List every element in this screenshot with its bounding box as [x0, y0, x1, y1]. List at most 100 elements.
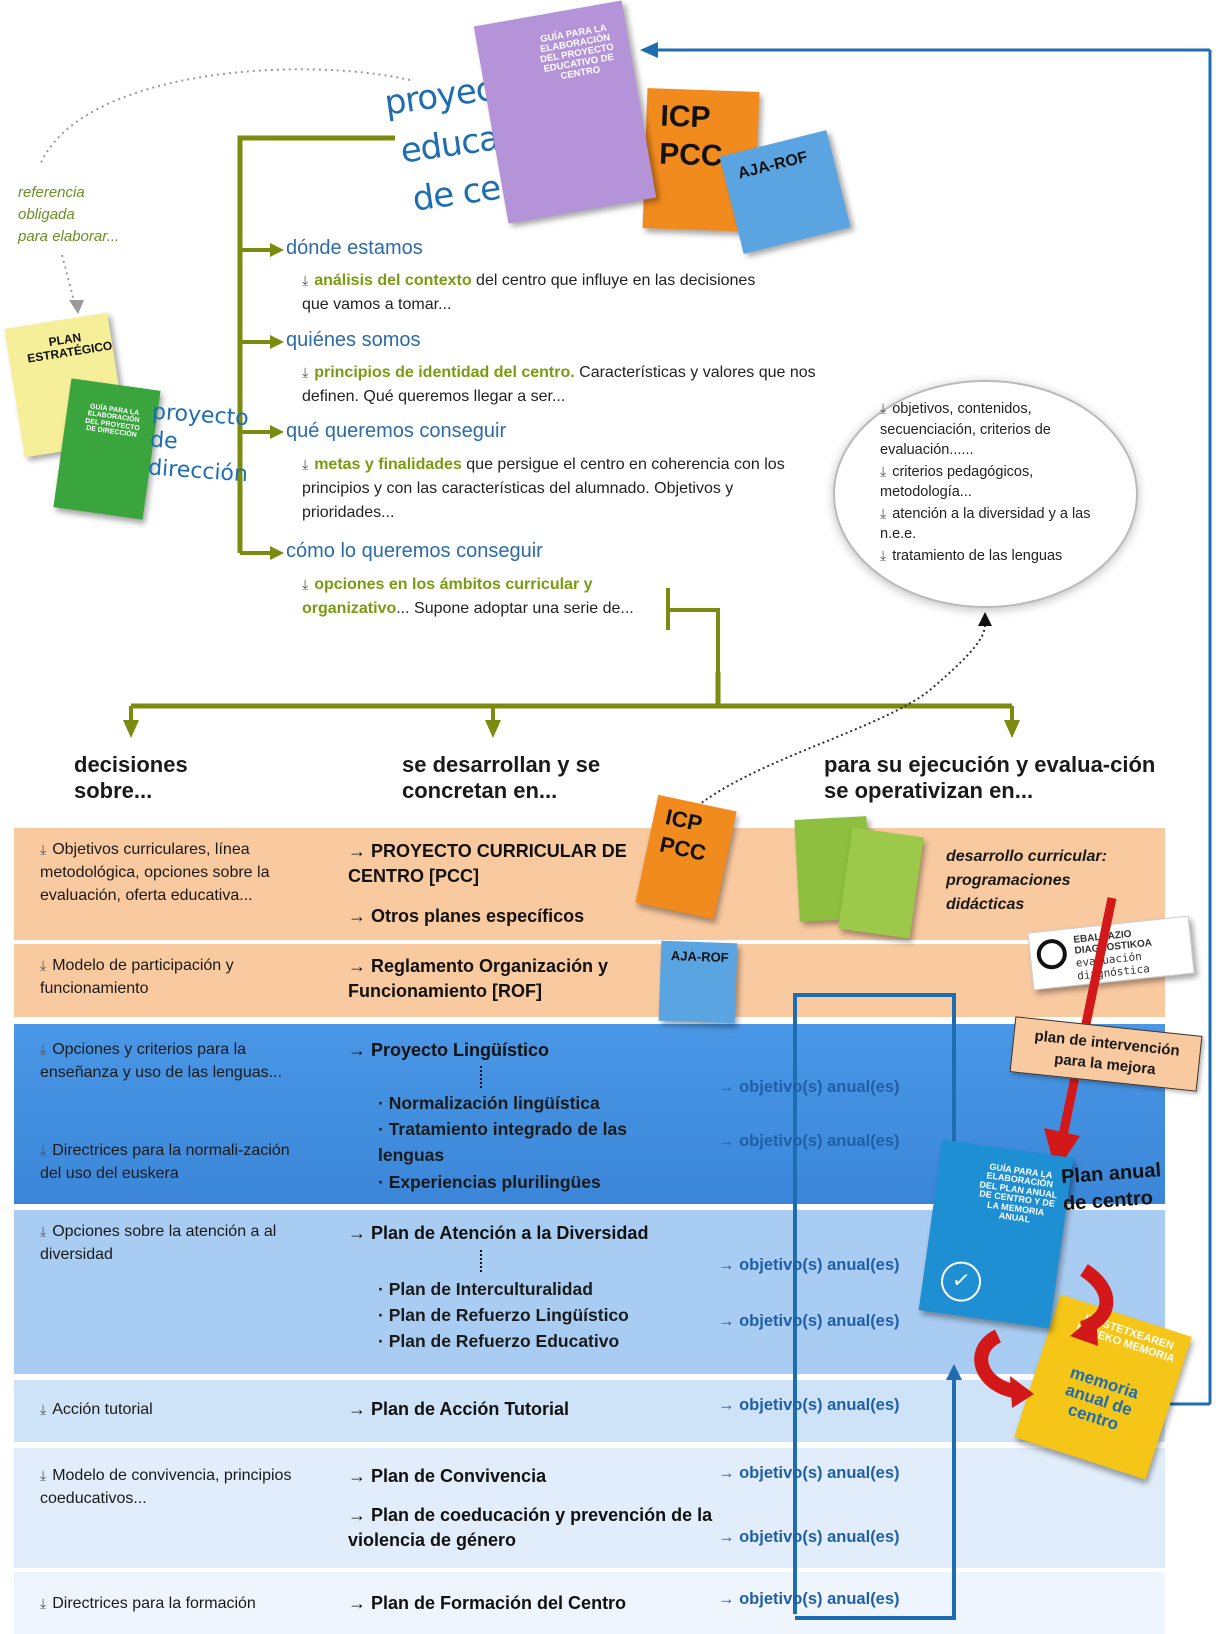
- answer-highlight: opciones en los ámbitos curricular y org…: [302, 576, 593, 617]
- arrow-right-icon: →: [348, 1593, 372, 1613]
- download-icon: ⤓: [880, 462, 887, 479]
- arrow-right-icon: →: [718, 1132, 740, 1150]
- decision-diversidad: ⤓Opciones sobre la atención a al diversi…: [40, 1220, 330, 1266]
- decision-tutorial: ⤓Acción tutorial: [40, 1398, 300, 1421]
- question-que-queremos: qué queremos conseguir: [286, 420, 507, 442]
- reference-note-line-3: para elaborar...: [18, 228, 120, 245]
- oval-item-text: tratamiento de las lenguas: [892, 547, 1063, 564]
- plan-linguistico: → Proyecto Lingüístico: [348, 1038, 628, 1063]
- answer-donde-estamos: ⤓análisis del contexto del centro que in…: [302, 268, 772, 317]
- objetivo-text: objetivo(s) anual(es): [739, 1256, 900, 1274]
- objetivo-anual: → objetivo(s) anual(es): [718, 1078, 900, 1097]
- objetivo-text: objetivo(s) anual(es): [739, 1078, 900, 1096]
- decision-lenguas: ⤓Opciones y criterios para la enseñanza …: [40, 1038, 320, 1084]
- decision-text: Directrices para la normali-zación del u…: [40, 1142, 290, 1182]
- band-formacion: [14, 1572, 1165, 1634]
- download-icon: ⤓: [302, 456, 309, 472]
- plan-text: Otros planes específicos: [371, 906, 585, 926]
- objetivo-text: objetivo(s) anual(es): [739, 1590, 900, 1608]
- plan-text: PROYECTO CURRICULAR DE CENTRO [PCC]: [348, 841, 627, 886]
- desarrollo-curricular-label: desarrollo curricular: programaciones di…: [946, 848, 1107, 913]
- plan-pcc: → PROYECTO CURRICULAR DE CENTRO [PCC]: [348, 839, 628, 889]
- answer-text: que persigue el centro en coherencia con…: [302, 456, 785, 521]
- decision-text: Opciones y criterios para la enseñanza y…: [40, 1041, 282, 1081]
- plan-tutorial: → Plan de Acción Tutorial: [348, 1397, 668, 1422]
- subplan-text: Normalización lingüística: [388, 1093, 600, 1113]
- objetivo-text: objetivo(s) anual(es): [739, 1528, 900, 1546]
- column-decisiones: decisiones sobre...: [74, 752, 188, 803]
- plan-otros: → Otros planes específicos: [348, 904, 628, 929]
- question-como-lo-queremos: cómo lo queremos conseguir: [286, 540, 543, 562]
- answer-que-queremos: ⤓metas y finalidades que persigue el cen…: [302, 452, 807, 525]
- oval-list: ⤓objetivos, contenidos, secuenciación, c…: [880, 398, 1125, 566]
- plan-text: Plan de Atención a la Diversidad: [371, 1223, 649, 1243]
- oval-item: ⤓ tratamiento de las lenguas: [880, 545, 1125, 567]
- decision-formacion: ⤓Directrices para la formación: [40, 1592, 340, 1615]
- subplan-text: Experiencias plurilingües: [388, 1172, 601, 1192]
- plan-text: Plan de coeducación y prevención de la v…: [348, 1505, 713, 1550]
- subplan-tratamiento: · Tratamiento integrado de las lenguas: [378, 1119, 627, 1165]
- download-icon: ⤓: [40, 957, 47, 973]
- download-icon: ⤓: [302, 576, 309, 592]
- column-se-operativizan: para su ejecución y evalua-ción se opera…: [824, 752, 1156, 803]
- plan-coeducacion: → Plan de coeducación y prevención de la…: [348, 1503, 718, 1553]
- oval-item-text: criterios pedagógicos, metodología...: [880, 463, 1034, 501]
- subplan-refuerzo-educativo: · Plan de Refuerzo Educativo: [378, 1331, 620, 1351]
- band-curricular: [14, 828, 1165, 940]
- decision-text: Objetivos curriculares, línea metodológi…: [40, 841, 270, 904]
- arrow-right-icon: →: [348, 1040, 372, 1060]
- objetivo-text: objetivo(s) anual(es): [739, 1312, 900, 1330]
- dotted-down-arrow: [480, 1066, 482, 1088]
- column-se-desarrollan: se desarrollan y se concretan en...: [402, 752, 601, 803]
- answer-text: ... Supone adoptar una serie de...: [396, 600, 634, 617]
- answer-quienes-somos: ⤓ principios de identidad del centro. Car…: [302, 360, 842, 409]
- arrow-right-icon: →: [348, 1223, 372, 1243]
- oval-item: ⤓objetivos, contenidos, secuenciación, c…: [880, 398, 1125, 461]
- band-organizacion: [14, 944, 1165, 1017]
- arrow-right-icon: →: [718, 1312, 740, 1330]
- decision-participacion: ⤓Modelo de participación y funcionamient…: [40, 954, 300, 1000]
- arrow-right-icon: →: [348, 1505, 372, 1525]
- oval-item-text: objetivos, contenidos, secuenciación, cr…: [880, 401, 1051, 458]
- subplan-text: Plan de Refuerzo Educativo: [388, 1331, 620, 1351]
- download-icon: ⤓: [880, 400, 887, 416]
- download-icon: ⤓: [40, 1041, 47, 1057]
- arrow-right-icon: →: [348, 1399, 372, 1419]
- download-icon: ⤓: [40, 1401, 47, 1417]
- objetivo-text: objetivo(s) anual(es): [739, 1396, 900, 1414]
- download-icon: ⤓: [880, 546, 887, 563]
- arrow-right-icon: →: [718, 1396, 740, 1414]
- objetivo-anual: → objetivo(s) anual(es): [718, 1312, 900, 1331]
- subplan-text: Plan de Refuerzo Lingüístico: [388, 1305, 629, 1325]
- oval-item: ⤓atención a la diversidad y a las n.e.e.: [880, 503, 1125, 545]
- decision-curricular: ⤓Objetivos curriculares, línea metodológ…: [40, 838, 340, 907]
- answer-text: del centro que influye en las decisiones…: [302, 272, 756, 313]
- reference-note-line-2: obligada: [18, 206, 75, 223]
- arrow-right-icon: →: [348, 906, 372, 926]
- plan-convivencia: → Plan de Convivencia: [348, 1464, 688, 1489]
- arrow-right-icon: →: [348, 956, 372, 976]
- oval-item-text: atención a la diversidad y a las n.e.e.: [880, 505, 1091, 543]
- decision-text: Opciones sobre la atención a al diversid…: [40, 1223, 277, 1263]
- arrow-right-icon: →: [718, 1528, 740, 1546]
- reference-note: referencia obligada para elaborar...: [18, 182, 119, 248]
- answer-highlight: principios de identidad del centro.: [314, 364, 575, 381]
- answer-text: Características y valores que nos define…: [302, 364, 816, 405]
- reference-note-line-1: referencia: [18, 184, 85, 201]
- objetivo-anual: → objetivo(s) anual(es): [718, 1256, 900, 1275]
- band-convivencia: [14, 1448, 1165, 1568]
- answer-como-lo-queremos: ⤓opciones en los ámbitos curricular y or…: [302, 572, 647, 621]
- download-icon: ⤓: [880, 504, 887, 521]
- plan-diversidad: → Plan de Atención a la Diversidad: [348, 1221, 728, 1246]
- download-icon: ⤓: [302, 364, 309, 380]
- subplan-refuerzo-linguistico: · Plan de Refuerzo Lingüístico: [378, 1305, 629, 1325]
- oval-item: ⤓criterios pedagógicos, metodología...: [880, 461, 1125, 503]
- plan-formacion: → Plan de Formación del Centro: [348, 1591, 688, 1616]
- arrow-right-icon: →: [718, 1256, 740, 1274]
- dotted-down-arrow: [480, 1250, 482, 1272]
- decision-text: Modelo de participación y funcionamiento: [40, 957, 234, 997]
- question-quienes-somos: quiénes somos: [286, 329, 421, 351]
- subplan-plurilingues: · Experiencias plurilingües: [378, 1172, 601, 1192]
